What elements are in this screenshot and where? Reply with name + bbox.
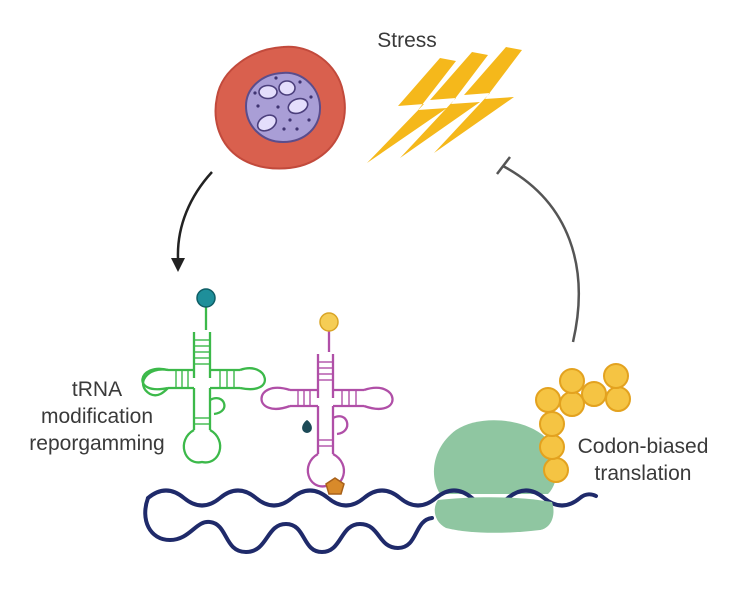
- codon-biased-translation-label: Codon-biased translation: [558, 433, 728, 487]
- amino-acid-bead: [559, 368, 585, 394]
- codon-label-line: translation: [594, 462, 692, 485]
- mrna-strand: [146, 488, 598, 508]
- amino-acid-bead: [535, 387, 561, 413]
- vacuole: [258, 84, 278, 100]
- ribosome-small-subunit: [434, 497, 554, 533]
- modification-teal-icon: [196, 288, 216, 308]
- trna-green: [141, 306, 267, 464]
- inhibition-line: [502, 164, 580, 343]
- trna-label-line: tRNA: [71, 378, 123, 401]
- mrna-tail: [143, 496, 434, 555]
- trna-modification-label: tRNA modification reporgamming: [22, 376, 172, 457]
- stressed-cell: [214, 45, 346, 170]
- vacuole: [278, 80, 296, 96]
- amino-acid-bead: [605, 386, 631, 412]
- inhibition-bar-icon: [496, 156, 511, 175]
- amino-acid-bead: [581, 381, 607, 407]
- trna-label-line: modification: [40, 405, 154, 428]
- trna-label-line: reporgamming: [29, 432, 165, 455]
- vacuole: [287, 97, 309, 115]
- ribosome-large-subunit: [433, 420, 557, 494]
- lightning-icon: [367, 47, 522, 163]
- arrowhead-icon: [171, 258, 185, 272]
- trna-pink: [260, 330, 394, 488]
- vacuole: [256, 114, 278, 132]
- stress-label: Stress: [377, 29, 437, 52]
- amino-acid-bead: [559, 391, 585, 417]
- modification-drop-icon: [302, 420, 312, 433]
- modification-yellow-icon: [319, 312, 339, 332]
- modification-pentagon-icon: [325, 477, 345, 495]
- arrow-cell-to-trna: [176, 171, 213, 259]
- codon-label-line: Codon-biased: [577, 435, 709, 458]
- peptide-chain: [535, 363, 631, 483]
- amino-acid-bead: [603, 363, 629, 389]
